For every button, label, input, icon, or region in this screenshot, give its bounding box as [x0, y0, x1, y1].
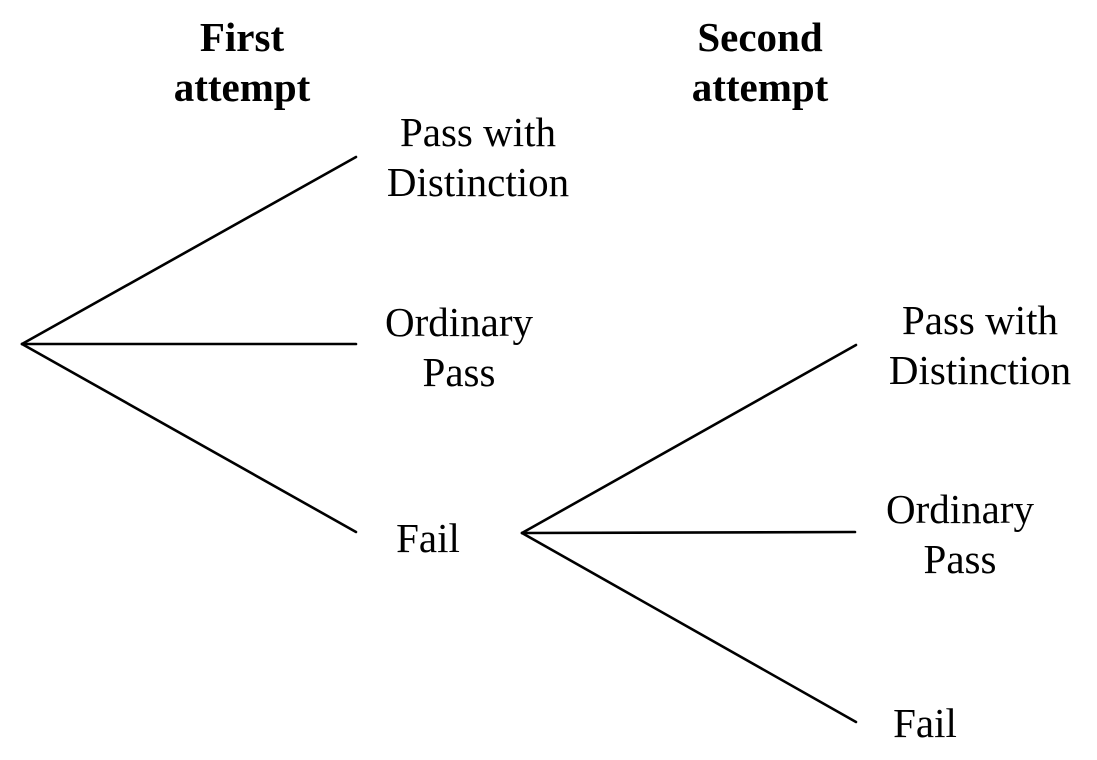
outcome-label-line2: Pass: [422, 349, 496, 395]
outcome-label-line2: Distinction: [386, 159, 570, 205]
outcome-label-line2: Pass: [923, 536, 997, 582]
first-attempt-branch-pass-distinction: [20, 155, 358, 346]
outcome-label-line1: Pass with: [399, 109, 557, 155]
outcome-label-line2: Distinction: [888, 347, 1072, 393]
second-attempt-header-line1: Second: [697, 14, 823, 60]
first-attempt-header-line2: attempt: [173, 64, 311, 110]
first-attempt-outcome-ordinary-pass: Ordinary Pass: [385, 297, 533, 397]
outcome-label-line1: Pass with: [901, 297, 1059, 343]
second-attempt-branch-ordinary-pass: [520, 530, 857, 535]
first-attempt-header-line1: First: [199, 14, 285, 60]
second-attempt-branch-pass-distinction: [520, 343, 858, 535]
second-attempt-outcome-ordinary-pass: Ordinary Pass: [886, 484, 1034, 584]
second-attempt-header: Second attempt: [692, 12, 829, 112]
second-attempt-outcome-fail: Fail: [893, 698, 957, 748]
outcome-label-line1: Fail: [893, 700, 957, 746]
first-attempt-header: First attempt: [174, 12, 311, 112]
first-attempt-branch-fail: [20, 342, 358, 534]
first-attempt-outcome-pass-distinction: Pass with Distinction: [387, 107, 569, 207]
outcome-label-line1: Ordinary: [384, 299, 534, 345]
second-attempt-branch-fail: [520, 531, 858, 724]
first-attempt-outcome-fail: Fail: [396, 513, 460, 563]
outcome-label-line1: Ordinary: [885, 486, 1035, 532]
outcome-label-line1: Fail: [396, 515, 460, 561]
second-attempt-outcome-pass-distinction: Pass with Distinction: [889, 295, 1071, 395]
second-attempt-header-line2: attempt: [691, 64, 829, 110]
